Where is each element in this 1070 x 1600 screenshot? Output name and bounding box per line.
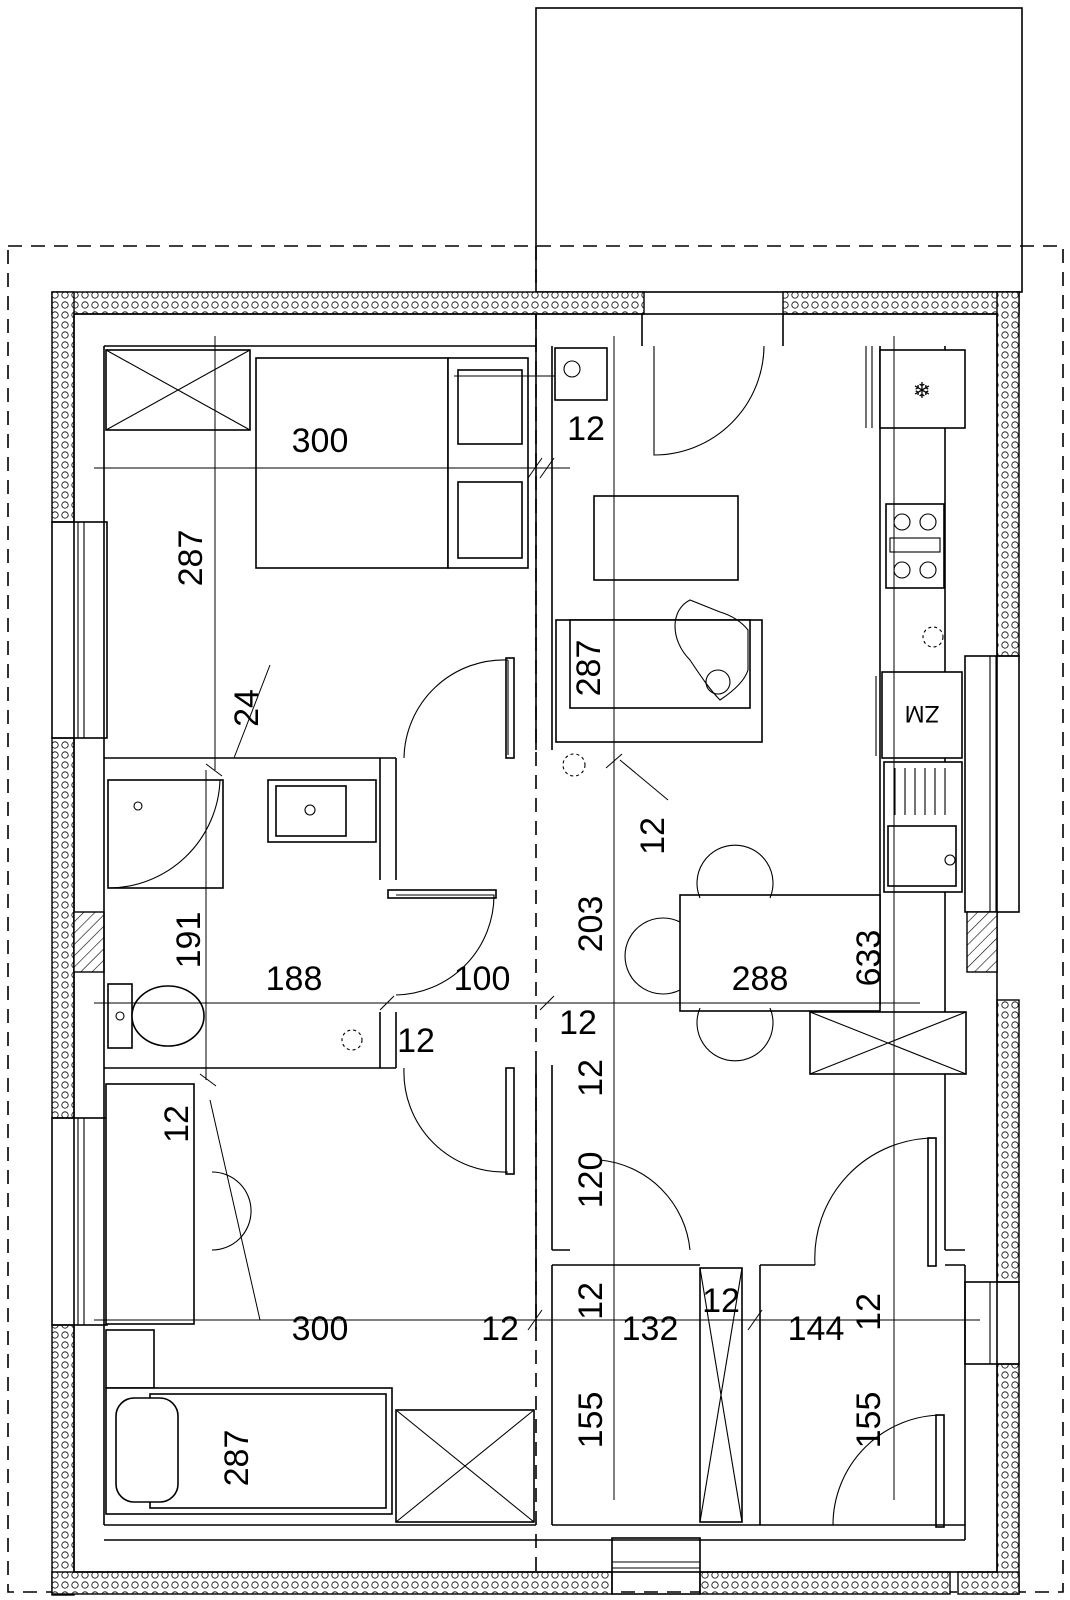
wall-block-left bbox=[73, 911, 105, 973]
fridge: ❄ bbox=[865, 346, 966, 429]
dim-bedroom-bottom-width: 300 bbox=[292, 1310, 349, 1348]
desk bbox=[105, 1083, 252, 1325]
wardrobe-top bbox=[105, 349, 251, 431]
dim-bath-height: 191 bbox=[170, 912, 208, 969]
washbasin bbox=[267, 779, 377, 843]
balcony bbox=[535, 7, 1023, 293]
windows bbox=[51, 521, 1020, 1595]
armchair bbox=[555, 599, 763, 743]
sink bbox=[883, 761, 963, 893]
dim-room-132: 132 bbox=[622, 1310, 679, 1348]
washing-machine: ZM bbox=[875, 671, 963, 759]
dimension-lines bbox=[94, 336, 980, 1500]
wall-block-right bbox=[966, 911, 998, 973]
dim-bedroom-bottom-wall-12: 12 bbox=[158, 1105, 196, 1143]
dim-bedroom-bottom-height: 287 bbox=[218, 1430, 256, 1487]
dim-room-155a: 155 bbox=[572, 1392, 610, 1449]
washer-label: ZM bbox=[905, 700, 940, 727]
dim-bedroom-bottom-right-12: 12 bbox=[481, 1310, 519, 1348]
dim-door-100: 100 bbox=[454, 960, 511, 998]
drain-icon bbox=[562, 753, 586, 777]
dim-kitchen-wall-12: 12 bbox=[634, 817, 672, 855]
kitchen-drain-icon bbox=[922, 626, 944, 648]
coffee-table bbox=[593, 495, 739, 581]
dim-bath-width: 188 bbox=[266, 960, 323, 998]
nightstand bbox=[105, 1329, 155, 1389]
double-bed bbox=[255, 357, 570, 569]
dim-living-length: 633 bbox=[850, 930, 888, 987]
dim-bedroom-top-height: 287 bbox=[172, 530, 210, 587]
dim-corridor-203: 203 bbox=[572, 896, 610, 953]
dim-shaft-12: 12 bbox=[567, 410, 605, 448]
closet-hall bbox=[699, 1267, 743, 1523]
cabinet-living bbox=[809, 1011, 967, 1075]
dim-room-144: 144 bbox=[788, 1310, 845, 1348]
dim-wall-24: 24 bbox=[228, 689, 266, 727]
single-bed bbox=[105, 1387, 393, 1515]
wardrobe-bottom bbox=[395, 1409, 535, 1523]
dim-living-width: 288 bbox=[732, 960, 789, 998]
dim-corridor-wall-12b: 12 bbox=[572, 1059, 610, 1097]
bath-drain-icon bbox=[341, 1029, 363, 1051]
dim-room-155b: 155 bbox=[850, 1392, 888, 1449]
shaft bbox=[554, 347, 608, 401]
dim-bedroom-top-width: 300 bbox=[292, 422, 349, 460]
dim-living-sofa-287: 287 bbox=[570, 640, 608, 697]
dim-right-wall-12: 12 bbox=[850, 1293, 888, 1331]
dim-corridor-wall-12a: 12 bbox=[559, 1004, 597, 1042]
doors bbox=[387, 314, 945, 1528]
dining-set bbox=[624, 844, 881, 1062]
fridge-snowflake-icon: ❄ bbox=[913, 378, 931, 403]
dim-hall-wall-12: 12 bbox=[572, 1282, 610, 1320]
hob bbox=[885, 503, 945, 589]
toilet bbox=[107, 983, 205, 1049]
dim-closet-12: 12 bbox=[702, 1282, 740, 1320]
dim-hall-120: 120 bbox=[572, 1152, 610, 1209]
shower bbox=[107, 779, 224, 889]
dim-bath-wall-12: 12 bbox=[397, 1022, 435, 1060]
